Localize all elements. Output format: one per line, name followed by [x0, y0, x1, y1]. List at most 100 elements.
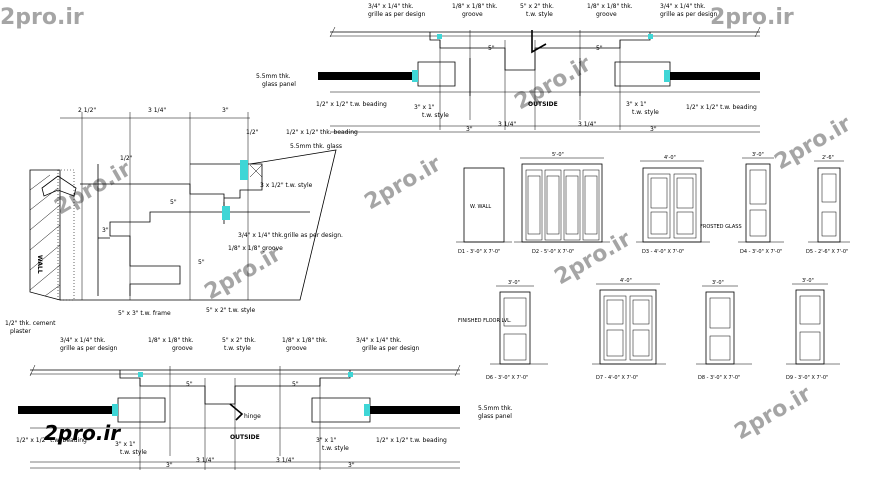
- elevation-note: FINISHED FLOOR LVL.: [458, 318, 512, 324]
- door-elevation: W. WALL D1 - 3'-0" X 7'-0": [456, 167, 512, 255]
- label-groove-bottom: groove: [172, 345, 193, 352]
- dim-label: 3 1/4": [276, 457, 294, 464]
- elevation-dim: 3'-0": [712, 280, 724, 286]
- left-section-detail: 2 1/2" 3 1/4" 3" 1/2" 1/2" 5" 3" 5" 1/2"…: [5, 107, 358, 335]
- label-glass-panel: glass panel: [478, 413, 512, 420]
- label-style-bottom: t.w. style: [224, 345, 251, 352]
- elevation-dim: 5'-0": [552, 152, 564, 158]
- label-style-right: t.w. style: [322, 445, 349, 452]
- label-groove-top-right: 1/8" x 1/8" thk.: [587, 3, 633, 10]
- elevation-caption: D1 - 3'-0" X 7'-0": [458, 249, 500, 255]
- label-style-top: t.w. style: [526, 11, 553, 18]
- label-style-left: 3" x 1": [414, 104, 435, 111]
- label-beading-right: 1/2" x 1/2" t.w. beading: [376, 437, 447, 444]
- watermark: 2pro.ir: [51, 157, 136, 221]
- dim-label: 3": [102, 227, 109, 234]
- label-groove: 1/8" x 1/8" groove: [228, 245, 283, 252]
- dim-label: 1/2": [120, 155, 133, 162]
- watermark: 2pro.ir: [0, 5, 84, 30]
- elevation-caption: D5 - 2'-6" X 7'-0": [806, 249, 848, 255]
- dim-label: 3": [650, 126, 657, 133]
- watermark: 2pro.ir: [731, 382, 816, 446]
- label-style-right: 3" x 1": [626, 101, 647, 108]
- label-groove-bottom: 1/8" x 1/8" thk.: [148, 337, 194, 344]
- door-elevation: 3'-0" D4 - 3'-0" X 7'-0": [738, 152, 784, 255]
- glass-band: [670, 72, 760, 80]
- label-grille-bottom-right: 3/4" x 1/4" thk.: [356, 337, 402, 344]
- dim-label: 3 1/4": [498, 121, 516, 128]
- label-plaster: 1/2" thk. cement: [5, 320, 56, 327]
- dim-label: 3": [222, 107, 229, 114]
- door-elevation: 3'-0" FINISHED FLOOR LVL. D6 - 3'-0" X 7…: [458, 280, 548, 381]
- elevation-caption: D8 - 3'-0" X 7'-0": [698, 375, 740, 381]
- door-elevation: 4'-0" FROSTED GLASS D3 - 4'-0" X 7'-0": [636, 155, 742, 255]
- label-groove-top: 1/8" x 1/8" thk.: [452, 3, 498, 10]
- label-glass-panel: glass panel: [262, 81, 296, 88]
- wall-outline: [29, 169, 61, 301]
- label-wall: WALL: [36, 255, 43, 274]
- elevation-dim: 4'-0": [664, 155, 676, 161]
- elevation-caption: D9 - 3'-0" X 7'-0": [786, 375, 828, 381]
- dim-label: 1/2": [246, 129, 259, 136]
- label-grille-bottom: grille as per design: [60, 345, 118, 352]
- label-grille-bottom: 3/4" x 1/4" thk.: [60, 337, 106, 344]
- glass-band: [318, 72, 418, 80]
- door-elevation: 4'-0" D7 - 4'-0" X 7'-0": [592, 278, 666, 381]
- door-elevations-row-2: 3'-0" FINISHED FLOOR LVL. D6 - 3'-0" X 7…: [458, 278, 840, 381]
- dim-label: 5": [186, 381, 193, 388]
- label-hinge: hinge: [244, 413, 261, 420]
- label-grille-top: 3/4" x 1/4" thk.: [368, 3, 414, 10]
- dim-label: 5": [292, 381, 299, 388]
- watermark: 2pro.ir: [710, 5, 794, 30]
- dim-label: 5": [170, 199, 177, 206]
- dim-label: 3": [348, 462, 355, 469]
- dim-label: 3 1/4": [578, 121, 596, 128]
- door-elevation: 3'-0" D8 - 3'-0" X 7'-0": [696, 280, 752, 381]
- dim-label: 2 1/2": [78, 107, 96, 114]
- glass-band: [370, 406, 460, 414]
- label-style-left: t.w. style: [120, 449, 147, 456]
- label-glass: 5.5mm thk. glass: [290, 143, 342, 150]
- label-grille-bottom-right: grille as per design: [362, 345, 420, 352]
- label-style-right: t.w. style: [632, 109, 659, 116]
- dim-label: 3": [466, 126, 473, 133]
- door-elevation: 5'-0" D2 - 5'-0" X 7'-0": [514, 152, 610, 255]
- elevation-note: W. WALL: [470, 204, 491, 210]
- label-outside: OUTSIDE: [528, 101, 558, 108]
- label-glass-panel: 5.5mm thk.: [478, 405, 513, 412]
- watermark: 2pro.ir: [361, 152, 446, 216]
- label-beading-left: 1/2" x 1/2" t.w. beading: [316, 101, 387, 108]
- elevation-dim: 2'-6": [822, 155, 834, 161]
- label-grille-top: grille as per design: [368, 11, 426, 18]
- dim-label: 3": [166, 462, 173, 469]
- label-frame: 5" x 3" t.w. frame: [118, 310, 171, 317]
- label-groove-bottom-right: 1/8" x 1/8" thk.: [282, 337, 328, 344]
- dim-label: 5": [596, 45, 603, 52]
- label-outside: OUTSIDE: [230, 434, 260, 441]
- label-groove-top: groove: [462, 11, 483, 18]
- wall-hatch: [29, 174, 61, 297]
- label-style-left: t.w. style: [422, 112, 449, 119]
- label-style-top: 5" x 2" thk.: [520, 3, 554, 10]
- label-style-bottom: 5" x 2" t.w. style: [206, 307, 256, 314]
- label-glass-panel: 5.5mm thk.: [256, 73, 291, 80]
- label-grille-top-right: grille as per design: [660, 11, 718, 18]
- dim-label: 3 1/4": [148, 107, 166, 114]
- label-plaster: plaster: [10, 328, 31, 335]
- top-section-detail: 3/4" x 1/4" thk. grille as per design 1/…: [256, 3, 761, 133]
- elevation-caption: D6 - 3'-0" X 7'-0": [486, 375, 528, 381]
- label-groove-bottom-right: groove: [286, 345, 307, 352]
- elevation-caption: D2 - 5'-0" X 7'-0": [532, 249, 574, 255]
- elevation-dim: 3'-0": [508, 280, 520, 286]
- label-style-bottom: 5" x 2" thk.: [222, 337, 256, 344]
- elevation-caption: D4 - 3'-0" X 7'-0": [740, 249, 782, 255]
- elevation-dim: 3'-0": [752, 152, 764, 158]
- label-grille: 3/4" x 1/4" thk.grille as per design.: [238, 232, 343, 239]
- glass-band: [18, 406, 118, 414]
- dim-label: 5": [198, 259, 205, 266]
- elevation-note: FROSTED GLASS: [700, 224, 742, 230]
- site-logo: 2pro.ir: [44, 421, 121, 445]
- door-elevation: 3'-0" D9 - 3'-0" X 7'-0": [786, 278, 840, 381]
- label-style-right: 3" x 1": [316, 437, 337, 444]
